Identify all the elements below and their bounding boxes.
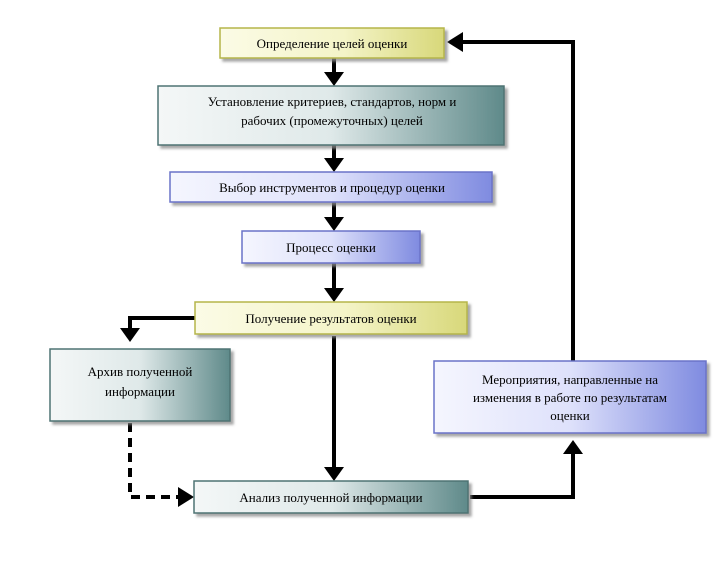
node-results-box [194,301,468,335]
node-analysis: Анализ полученной информации [193,480,469,514]
arrowhead-process [324,217,344,231]
node-process-box [241,230,421,264]
arrow-analysis-to-measures [470,452,575,499]
node-tools: Выбор инструментов и процедур оценки [169,171,493,203]
node-criteria-label: Установление критериев, стандартов, норм… [208,94,457,128]
node-tools-box [169,171,493,203]
node-measures-box [433,360,707,434]
node-process-label: Процесс оценки [286,240,376,255]
arrowhead-goals [447,32,463,52]
node-tools-label: Выбор инструментов и процедур оценки [219,180,445,195]
arrowhead-measures [563,440,583,454]
arrow-archive-to-analysis [128,423,180,499]
node-archive-box [49,348,231,422]
node-define-goals-label: Определение целей оценки [257,36,408,51]
node-define-goals-box [219,27,445,59]
arrowhead-archive [120,328,140,342]
arrowhead-results [324,288,344,302]
arrowhead-analysis-from-archive [178,487,194,507]
node-criteria-box [157,85,505,146]
arrow-results-to-archive [128,316,195,330]
node-analysis-label: Анализ полученной информации [239,490,422,505]
arrowhead-criteria [324,72,344,86]
node-criteria: Установление критериев, стандартов, норм… [157,85,505,146]
node-process: Процесс оценки [241,230,421,264]
arrowhead-tools [324,158,344,172]
node-analysis-box [193,480,469,514]
connectors [128,40,575,499]
arrow-measures-to-goals [461,40,575,361]
arrowhead-analysis [324,467,344,481]
node-results-label: Получение результатов оценки [245,311,416,326]
node-results: Получение результатов оценки [194,301,468,335]
node-define-goals: Определение целей оценки [219,27,445,59]
arrowheads [120,32,583,507]
